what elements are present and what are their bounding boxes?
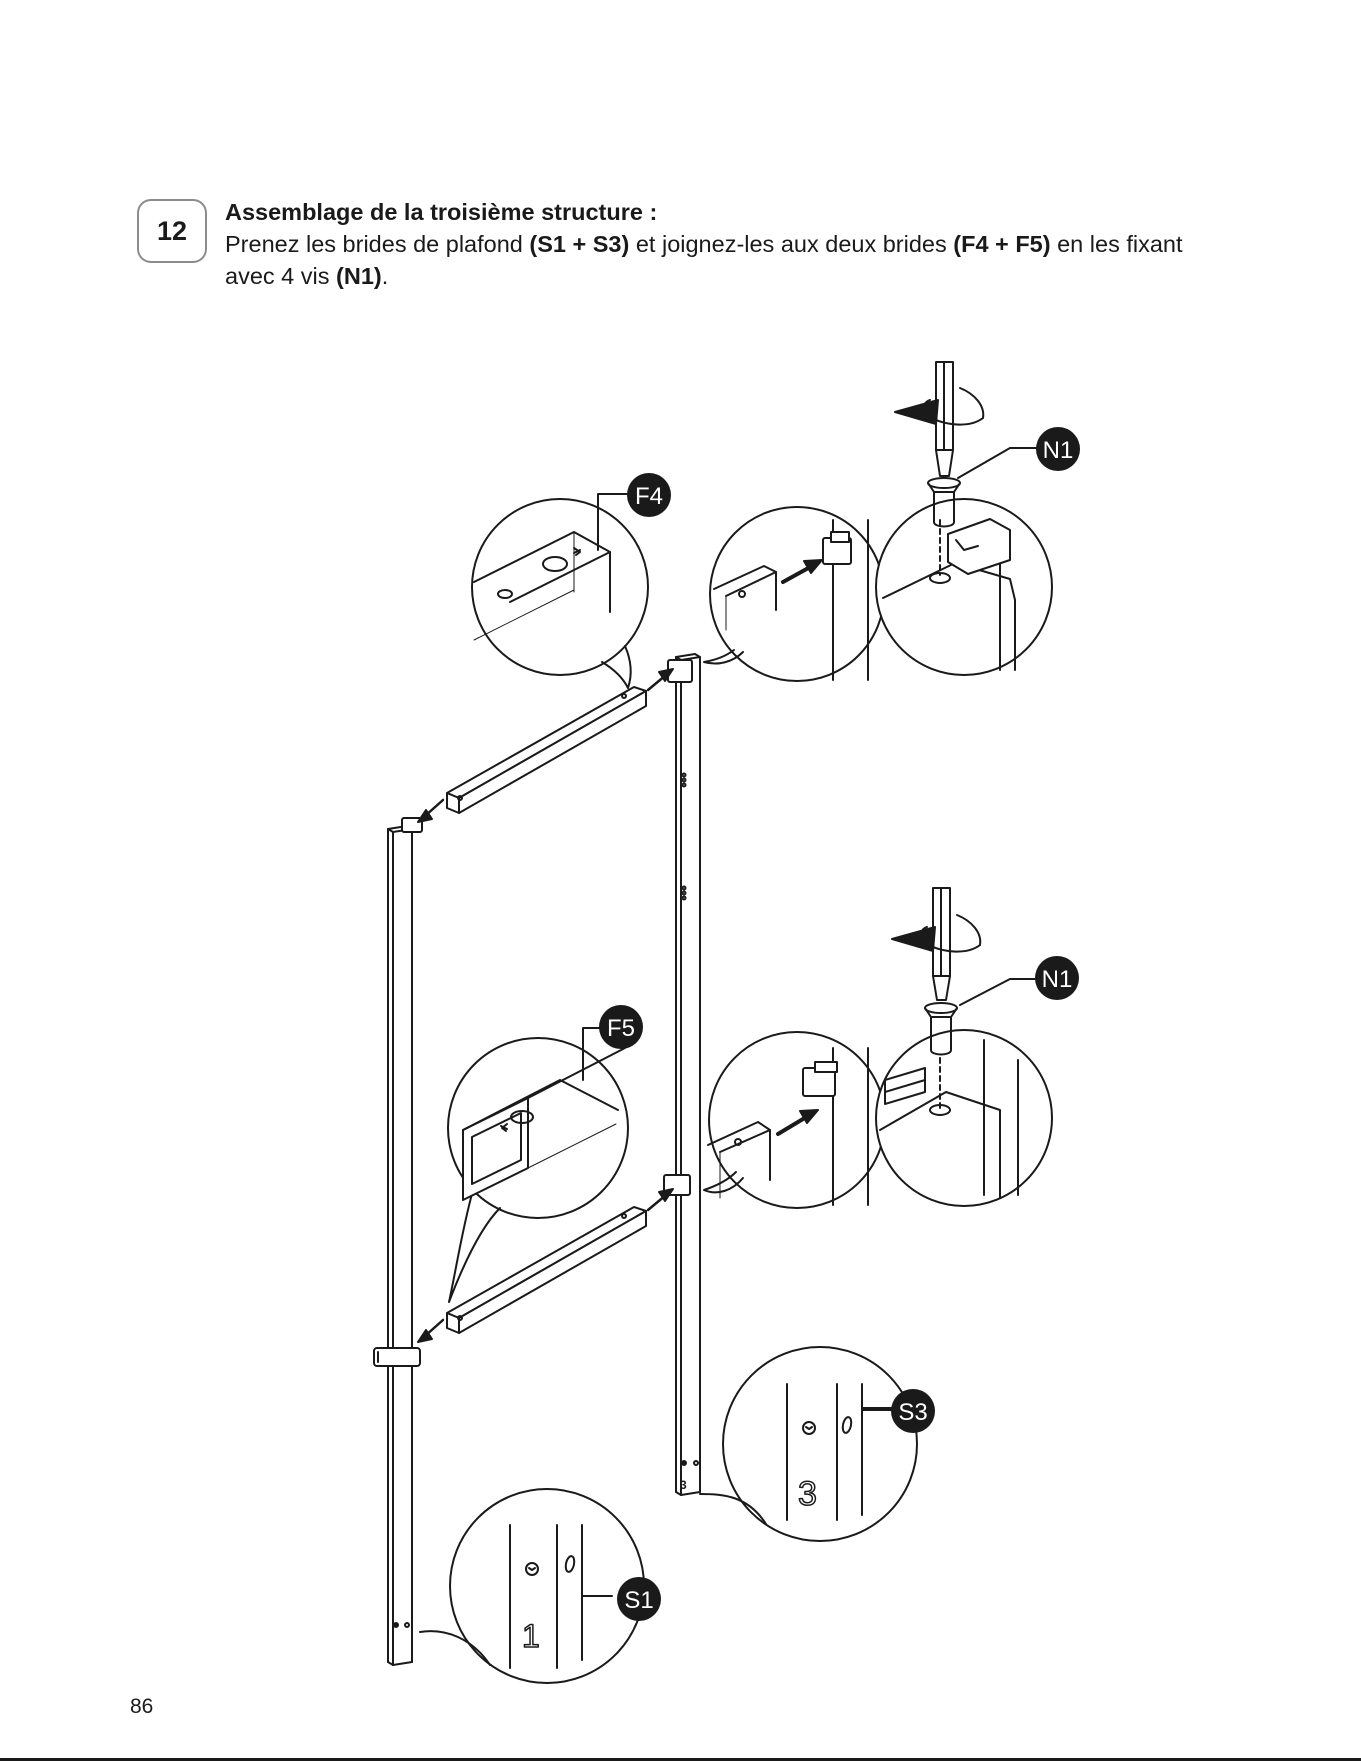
- detail-bottom-screw: [876, 1030, 1052, 1206]
- label-n1-top: N1: [1043, 437, 1074, 464]
- detail-bubble-f4: [472, 499, 648, 688]
- bottom-screwdriver-icon: [892, 888, 980, 1000]
- label-f4: F4: [635, 483, 663, 510]
- label-f5: F5: [607, 1015, 635, 1042]
- detail-top-insertion: [704, 507, 884, 681]
- left-post-s1: [374, 818, 422, 1665]
- label-s1: S1: [624, 1587, 653, 1614]
- detail-top-screw: [876, 499, 1052, 675]
- upper-beam-f4: [418, 669, 673, 822]
- top-screwdriver-icon: [895, 362, 983, 476]
- s1-number: 1: [522, 1618, 540, 1654]
- label-n1-bottom: N1: [1042, 966, 1073, 993]
- page-number: 86: [130, 1695, 153, 1719]
- detail-bottom-insertion: [704, 1032, 885, 1208]
- post-number-3: 3: [680, 1478, 687, 1492]
- s3-number: 3: [798, 1475, 817, 1513]
- right-post-s3: [664, 654, 700, 1495]
- label-s3: S3: [898, 1399, 927, 1426]
